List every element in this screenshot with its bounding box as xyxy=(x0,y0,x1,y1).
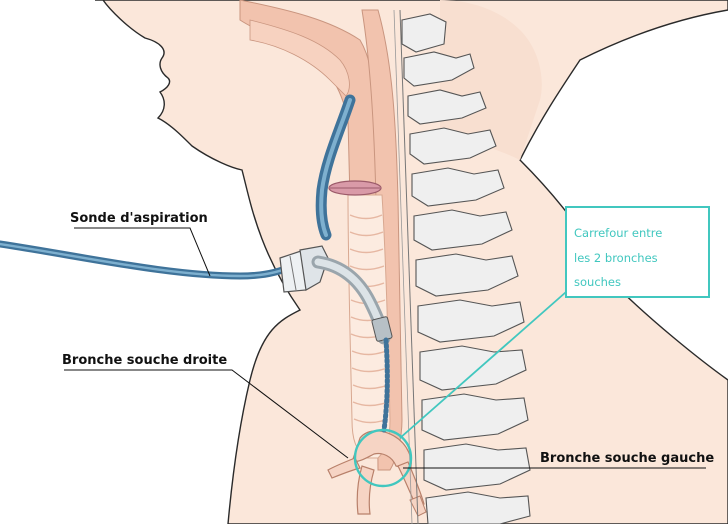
suction-catheter xyxy=(0,244,292,276)
callout-line-2: les 2 bronches xyxy=(574,251,658,265)
label-left-bronchus: Bronche souche gauche xyxy=(540,451,714,466)
callout-line-3: souches xyxy=(574,275,621,289)
callout-line-1: Carrefour entre xyxy=(574,226,662,240)
label-right-bronchus: Bronche souche droite xyxy=(62,353,227,368)
label-suction-tube: Sonde d'aspiration xyxy=(70,211,208,226)
